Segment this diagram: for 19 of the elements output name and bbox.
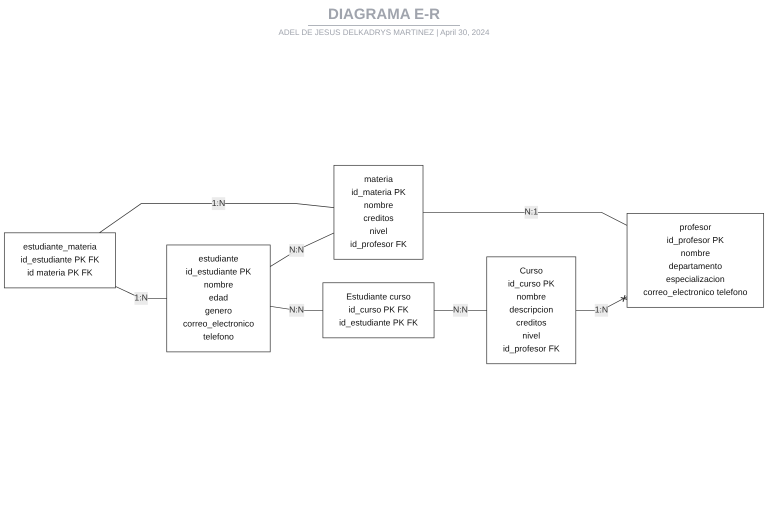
- node-box: profesor id_profesor PK nombre departamento especializacion correo_electronico telefono: [626, 212, 764, 308]
- node-box: Estudiante curso id_curso PK FK id_estudiante PK FK: [322, 282, 434, 338]
- caption: ADEL DE JESUS DELKADRYS MARTINEZ | April 30, 2024: [278, 28, 490, 37]
- edge-label: 1:N: [594, 305, 608, 315]
- edge-label: 1:N: [134, 294, 148, 303]
- connector: [99, 203, 334, 234]
- edge-label: N:N: [289, 305, 304, 315]
- connector: [575, 294, 628, 311]
- connector: [270, 232, 334, 267]
- node-box: estudiante_materia id_estudiante PK FK id materia PK FK: [4, 232, 116, 288]
- edge-label: N:N: [289, 245, 304, 255]
- edge-label: N:1: [524, 207, 538, 217]
- node-box: Curso id_curso PK nombre descripcion creditos nivel id_profesor FK: [486, 256, 576, 364]
- connector: [422, 212, 628, 226]
- node-box: materia id_materia PK nombre creditos nivel id_profesor FK: [334, 164, 424, 260]
- edge-label: 1:N: [212, 198, 226, 208]
- node-box: estudiante id_estudiante PK nombre edad genero correo_electronico telefono: [166, 244, 271, 352]
- edge-label: N:N: [452, 305, 468, 315]
- diagram-title: DIAGRAMA E-R: [308, 6, 460, 26]
